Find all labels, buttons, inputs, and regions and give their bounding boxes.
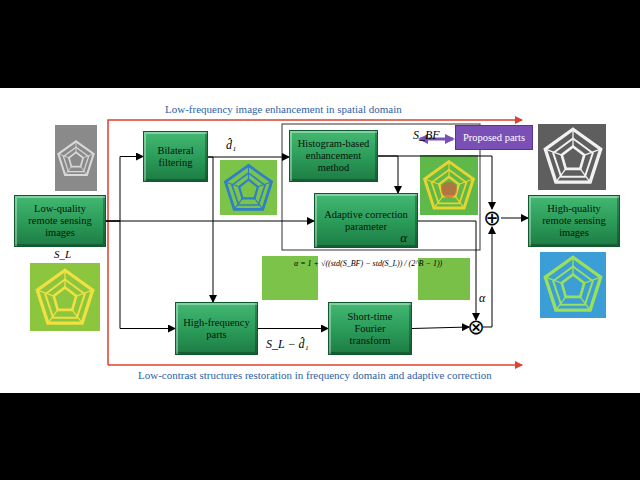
input-image: [55, 125, 97, 191]
filtered-image: [220, 160, 277, 215]
input-box: Low-quality remote sensing images: [14, 195, 106, 247]
output-image-map: [540, 252, 606, 318]
process-box: Short-time Fourier transform: [328, 302, 412, 355]
node-text: Adaptive correction parameter: [319, 209, 413, 233]
connector-arrow: [418, 221, 476, 320]
section-title: Low-contrast structures restoration in f…: [138, 369, 492, 381]
input-image-map: [30, 263, 100, 331]
node-text: Short-time Fourier transform: [333, 311, 407, 347]
node-text: High-frequency parts: [180, 317, 253, 341]
connector-arrow: [208, 157, 289, 158]
node-text: Low-quality remote sensing images: [19, 203, 101, 239]
node-text: ⊗: [467, 318, 485, 336]
connector-arrow: [501, 218, 528, 219]
enhanced-image: [420, 155, 478, 215]
red-flow-arrow: [108, 120, 522, 365]
connector-arrow: [208, 157, 213, 302]
output-image: [538, 124, 606, 190]
node-text: Bilateral filtering: [148, 145, 203, 169]
sum-symbol: ⊕: [483, 209, 501, 227]
signal-name: S_L: [54, 248, 71, 260]
multiply-symbol: ⊗: [469, 320, 483, 334]
edge-label: S_L − d̂₁: [266, 337, 309, 352]
edge-label: α: [479, 291, 485, 306]
section-title: Low-frequency image enhancement in spati…: [165, 103, 402, 115]
connector-arrow: [106, 157, 143, 222]
connector-arrow: [258, 328, 328, 329]
process-box: Histogram-based enhancement method: [289, 130, 378, 182]
connector-arrow: [106, 221, 314, 222]
connector-arrow: [483, 227, 492, 327]
process-box: Adaptive correction parameterα: [314, 193, 418, 248]
red-flow-arrow: [108, 364, 522, 366]
connector-arrow: [378, 156, 398, 193]
group-outline: [282, 124, 480, 250]
process-box: Bilateral filtering: [143, 131, 208, 182]
node-text: Histogram-based enhancement method: [294, 138, 373, 174]
node-text: Proposed parts: [463, 132, 525, 144]
node-symbol: α: [400, 232, 407, 244]
edge-label: d̂₁: [226, 138, 236, 153]
connector-arrow: [412, 327, 469, 329]
output-box: High-quality remote sensing images: [528, 195, 620, 247]
edge-label: S_BF: [413, 128, 440, 143]
process-box: High-frequency parts: [175, 302, 258, 355]
legend-box: Proposed parts: [455, 125, 533, 150]
formula: α = 1 + √((std(S_BF) − std(S_L)) / (2^B …: [294, 259, 442, 268]
node-text: High-quality remote sensing images: [533, 203, 615, 239]
node-text: ⊕: [483, 209, 501, 227]
connector-arrow: [106, 221, 175, 329]
